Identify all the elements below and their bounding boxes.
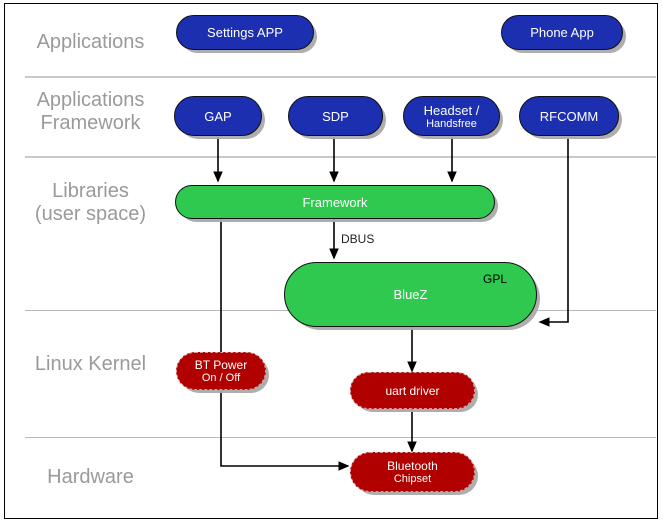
layer-label-libraries: Libraries (user space) [34,180,147,225]
layer-label-linux-kernel: Linux Kernel [34,353,147,375]
node-headset-handsfree-label-line1: Headset / [423,102,480,118]
divider-applications [25,76,656,78]
layer-label-applications: Applications [36,31,145,53]
node-sdp[interactable]: SDP [288,96,383,136]
node-settings-app-label: Settings APP [207,25,283,40]
node-bluetooth-chipset[interactable]: Bluetooth Chipset [350,452,475,492]
node-bluetooth-chipset-label-line2: Chipset [393,473,432,485]
node-rfcomm-label: RFCOMM [539,108,599,124]
node-framework[interactable]: Framework [175,185,495,219]
node-uart-driver[interactable]: uart driver [350,372,475,409]
node-bluetooth-chipset-label-line1: Bluetooth [387,459,438,473]
node-bt-power[interactable]: BT Power On / Off [176,352,266,390]
node-bluez-license-tag: GPL [483,272,508,286]
node-phone-app[interactable]: Phone App [501,15,623,50]
node-bt-power-label-line2: On / Off [201,372,241,384]
node-gap-label: GAP [204,108,232,124]
divider-linux-kernel [25,437,656,438]
layer-label-applications-framework: Applications Framework [36,89,145,134]
node-headset-handsfree[interactable]: Headset / Handsfree [403,96,500,136]
node-bluez-label: BlueZ [393,287,428,302]
node-rfcomm[interactable]: RFCOMM [519,96,619,136]
node-sdp-label: SDP [322,108,349,124]
node-headset-handsfree-label-line2: Handsfree [426,117,477,130]
node-bt-power-label-line1: BT Power [194,358,248,372]
diagram-frame [4,3,658,519]
node-framework-label: Framework [302,194,368,210]
node-settings-app[interactable]: Settings APP [176,15,314,50]
edge-label-dbus: DBUS [339,232,377,246]
node-gap[interactable]: GAP [174,96,262,136]
node-phone-app-label: Phone App [530,25,594,40]
layer-label-hardware: Hardware [47,466,134,488]
divider-applications-framework [25,156,656,158]
node-uart-driver-label: uart driver [385,383,440,398]
